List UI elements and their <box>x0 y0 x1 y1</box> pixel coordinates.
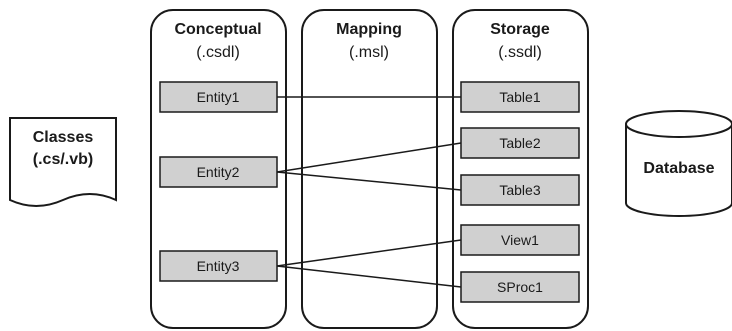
connector-entity3-view1 <box>276 239 462 267</box>
database-cylinder: Database <box>625 110 732 217</box>
connector-entity2-table2 <box>276 142 462 173</box>
entity-box: Entity1 <box>159 81 278 113</box>
entity-box: Entity3 <box>159 250 278 282</box>
storage-item-box: View1 <box>460 224 580 256</box>
conceptual-subtitle: (.csdl) <box>196 44 240 61</box>
database-label: Database <box>643 160 714 177</box>
mapping-connectors <box>276 96 462 288</box>
connector-entity2-table3 <box>276 171 462 191</box>
classes-document: Classes (.cs/.vb) <box>9 117 117 207</box>
entity-label: Entity3 <box>197 258 240 274</box>
storage-item-box: SProc1 <box>460 271 580 303</box>
storage-item-box: Table2 <box>460 127 580 159</box>
storage-item-label: View1 <box>501 232 539 248</box>
storage-subtitle: (.ssdl) <box>498 44 542 61</box>
mapping-column: Mapping (.msl) <box>301 9 438 329</box>
storage-item-label: Table3 <box>499 182 540 198</box>
storage-title: Storage <box>490 21 550 38</box>
storage-item-box: Table3 <box>460 174 580 206</box>
storage-item-box: Table1 <box>460 81 580 113</box>
storage-item-label: Table1 <box>499 89 540 105</box>
conceptual-title: Conceptual <box>174 21 261 38</box>
storage-item-label: SProc1 <box>497 279 543 295</box>
entity-label: Entity2 <box>197 164 240 180</box>
classes-extension-label: (.cs/.vb) <box>33 151 93 168</box>
classes-label: Classes <box>33 129 94 146</box>
connector-entity3-sproc1 <box>276 265 462 288</box>
mapping-title: Mapping <box>336 21 402 38</box>
storage-item-label: Table2 <box>499 135 540 151</box>
mapping-subtitle: (.msl) <box>349 44 389 61</box>
entity-box: Entity2 <box>159 156 278 188</box>
entity-label: Entity1 <box>197 89 240 105</box>
